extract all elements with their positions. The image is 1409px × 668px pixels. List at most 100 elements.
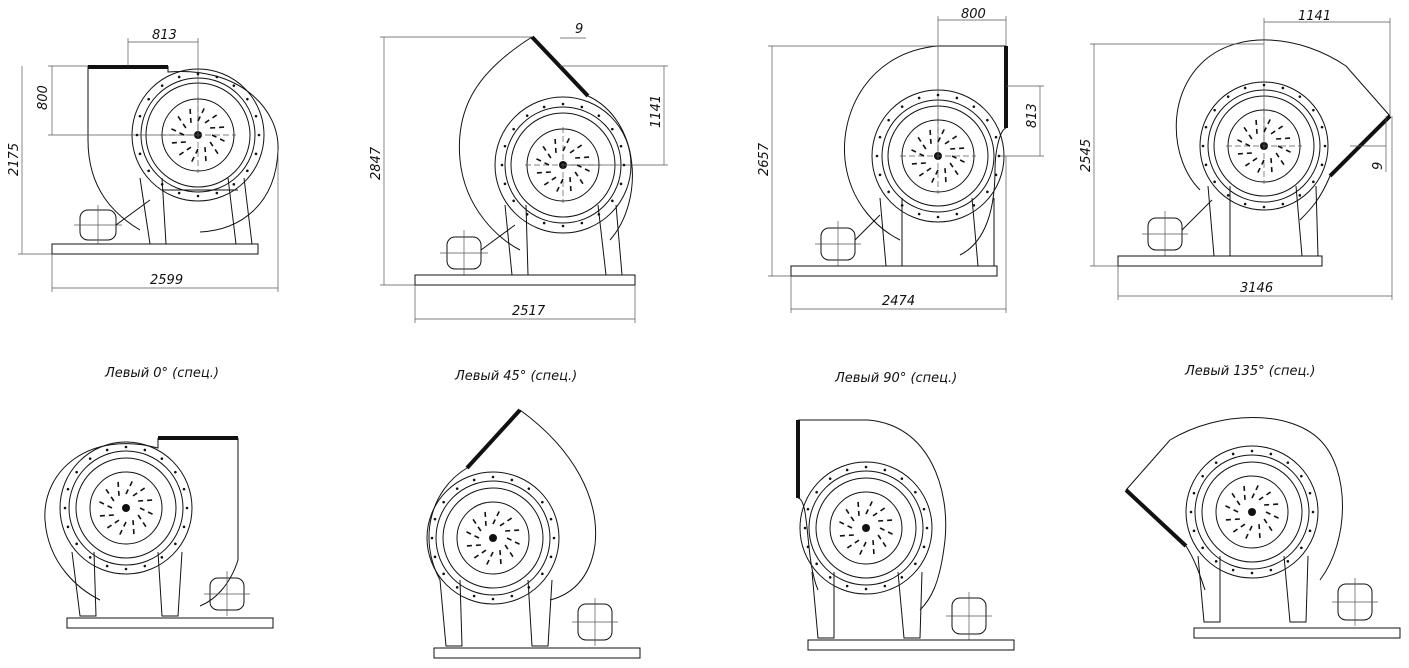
caption: Левый 135° (спец.) bbox=[1184, 364, 1316, 379]
support-leg bbox=[71, 551, 97, 617]
blade bbox=[204, 112, 220, 124]
flange-bolt bbox=[472, 594, 476, 598]
flange-bolt bbox=[622, 163, 626, 167]
blade bbox=[1263, 518, 1275, 534]
blade bbox=[97, 514, 114, 517]
dim-outlet: 813 bbox=[152, 28, 177, 43]
housing-scroll bbox=[87, 66, 141, 231]
shaft bbox=[862, 524, 870, 532]
blade bbox=[132, 520, 135, 537]
flange-bolt bbox=[254, 152, 258, 156]
flange-bolt bbox=[1226, 194, 1230, 197]
flange-bolt bbox=[1281, 202, 1285, 206]
blade bbox=[1255, 117, 1258, 134]
flange-bolt bbox=[875, 154, 879, 158]
blade bbox=[1222, 503, 1239, 513]
flange-bolt bbox=[806, 507, 810, 511]
flange-bolt bbox=[1311, 510, 1315, 514]
flange-bolt bbox=[1320, 163, 1324, 167]
flange-bolt bbox=[541, 572, 544, 576]
blade bbox=[505, 529, 522, 532]
flange-bolt bbox=[1243, 86, 1247, 90]
blade bbox=[562, 135, 572, 152]
flange-bolt bbox=[542, 105, 546, 109]
dim-outlet: 1141 bbox=[1298, 9, 1331, 24]
blade bbox=[916, 167, 932, 179]
base-frame bbox=[414, 274, 636, 286]
flange-bolt bbox=[1269, 452, 1273, 456]
blade bbox=[1229, 490, 1241, 506]
flange-bolt bbox=[160, 556, 164, 559]
impeller bbox=[829, 491, 903, 565]
flange-bolt bbox=[135, 133, 139, 137]
flange-bolt bbox=[997, 154, 1001, 158]
flange-bolt bbox=[806, 545, 810, 549]
dim-width: 3146 bbox=[1240, 281, 1273, 296]
flange-bolt bbox=[1320, 125, 1324, 129]
blade bbox=[189, 148, 199, 165]
flange-bolt bbox=[105, 448, 109, 452]
housing-scroll-outer bbox=[167, 66, 279, 233]
blade bbox=[175, 113, 187, 129]
flange-bolt bbox=[864, 465, 868, 469]
flange-bolt bbox=[442, 500, 445, 504]
blade bbox=[484, 551, 494, 568]
flange-bolt bbox=[561, 102, 565, 106]
shaft bbox=[1248, 508, 1256, 516]
dim-gap: 9 bbox=[1371, 162, 1386, 170]
blade bbox=[125, 478, 135, 495]
blade bbox=[1251, 482, 1261, 499]
flange-bolt bbox=[994, 135, 998, 139]
flange-bolt bbox=[1213, 108, 1216, 112]
flange-bolt bbox=[803, 526, 807, 530]
dim-height: 2545 bbox=[1079, 139, 1094, 172]
flange-bolt bbox=[1298, 194, 1302, 197]
blade bbox=[915, 134, 927, 150]
blade bbox=[210, 126, 227, 129]
base-frame bbox=[790, 265, 998, 277]
housing-scroll bbox=[1125, 417, 1343, 581]
flange-bolt bbox=[900, 204, 904, 207]
support-leg bbox=[1283, 555, 1309, 623]
blade bbox=[1276, 137, 1293, 140]
base-frame bbox=[433, 647, 641, 659]
blade bbox=[541, 176, 557, 188]
flange-bolt bbox=[1214, 560, 1218, 563]
flange-bolt bbox=[177, 75, 181, 79]
dim-width: 2599 bbox=[150, 273, 183, 288]
blade bbox=[878, 519, 895, 522]
shaft bbox=[122, 504, 130, 512]
flange-bolt bbox=[845, 468, 849, 472]
blade bbox=[929, 169, 939, 186]
flange-bolt bbox=[1226, 95, 1230, 98]
blade bbox=[843, 506, 855, 522]
blade bbox=[554, 178, 564, 195]
flange-bolt bbox=[1262, 205, 1266, 209]
fan-view-left-45: 9 1141 2847 2517 Левый 45° (спец.) bbox=[369, 22, 668, 384]
blade bbox=[484, 509, 487, 526]
blade bbox=[1265, 511, 1282, 521]
blade bbox=[1242, 157, 1258, 169]
blade bbox=[569, 142, 585, 154]
flange-bolt bbox=[1250, 571, 1254, 575]
flange-bolt bbox=[88, 556, 92, 559]
dim-height: 2175 bbox=[7, 143, 22, 176]
flange-bolt bbox=[900, 105, 904, 108]
blade bbox=[575, 156, 592, 159]
flange-bolt bbox=[828, 576, 832, 579]
flange-bolt bbox=[147, 97, 150, 101]
flange-bolt bbox=[994, 173, 998, 177]
flange-bolt bbox=[1243, 202, 1247, 206]
blade bbox=[96, 499, 113, 509]
flange-bolt bbox=[1213, 180, 1216, 184]
flange-bolt bbox=[845, 584, 849, 588]
outlet-flange bbox=[530, 35, 590, 98]
flange-bolt bbox=[512, 127, 515, 131]
blade bbox=[168, 126, 185, 136]
blade bbox=[857, 541, 867, 558]
blade bbox=[929, 127, 932, 144]
flange-bolt bbox=[597, 114, 601, 117]
blade bbox=[865, 498, 875, 515]
blade bbox=[463, 529, 480, 539]
